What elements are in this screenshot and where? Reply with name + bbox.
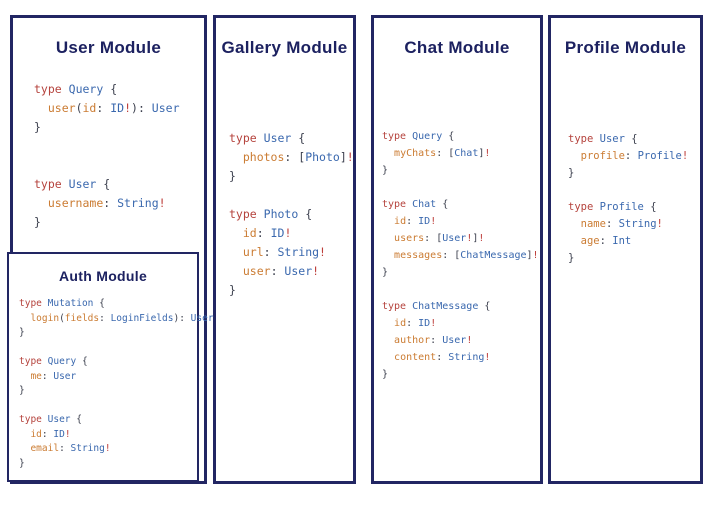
code-line: url: String!	[242, 245, 326, 259]
code-line: type User {	[34, 177, 111, 191]
code-line	[19, 341, 214, 356]
code-line: name: String!	[580, 218, 663, 230]
code-line: author: User!	[394, 335, 473, 346]
profile-module-panel: Profile Module type User { profile: Prof…	[548, 15, 703, 484]
chat-module-code: type Query { myChats: [Chat]!} type Chat…	[382, 128, 539, 383]
profile-module-code: type User { profile: Profile!} type Prof…	[568, 131, 688, 267]
code-line: }	[229, 283, 236, 297]
profile-module-title: Profile Module	[564, 38, 687, 57]
code-line: profile: Profile!	[580, 150, 689, 162]
code-line: content: String!	[394, 352, 491, 363]
code-line: myChats: [Chat]!	[394, 148, 491, 159]
code-line: }	[34, 215, 41, 229]
code-line: }	[19, 457, 25, 469]
code-line: type Photo {	[229, 207, 313, 221]
code-line: }	[34, 120, 41, 134]
code-line	[19, 399, 214, 414]
code-line: type Query {	[382, 131, 455, 142]
chat-module-title: Chat Module	[404, 38, 510, 57]
code-line: me: User	[30, 370, 77, 382]
code-line	[229, 186, 354, 205]
code-line: user(id: ID!): User	[47, 101, 180, 115]
code-line: id: ID!	[30, 428, 71, 440]
code-line: type Mutation {	[19, 298, 105, 309]
code-line	[382, 179, 539, 196]
code-line: username: String!	[47, 196, 166, 210]
code-line: type User {	[568, 133, 638, 145]
code-line: type Query {	[19, 356, 88, 367]
auth-module-code: type Mutation { login(fields: LoginField…	[19, 297, 214, 471]
code-line: type Query {	[34, 82, 118, 96]
chat-module-panel: Chat Module type Query { myChats: [Chat]…	[371, 15, 543, 484]
code-line: user: User!	[242, 264, 320, 278]
code-line: }	[19, 385, 25, 396]
gallery-module-title: Gallery Module	[221, 38, 348, 57]
code-line: }	[382, 165, 389, 176]
code-line: users: [User!]!	[394, 233, 485, 244]
code-line: type ChatMessage {	[382, 301, 491, 312]
code-line: id: ID!	[394, 216, 437, 227]
code-line: }	[382, 267, 389, 278]
auth-module-title: Auth Module	[58, 268, 148, 284]
code-line: }	[382, 369, 389, 380]
code-line: }	[568, 252, 575, 264]
code-line	[382, 281, 539, 298]
code-line	[568, 182, 688, 199]
code-line: age: Int	[580, 235, 632, 247]
code-line: type Profile {	[568, 201, 657, 213]
code-line: photos: [Photo]!	[242, 150, 354, 164]
code-line: type User {	[229, 131, 306, 145]
gallery-module-code: type User { photos: [Photo]!} type Photo…	[229, 129, 354, 300]
code-line: id: ID!	[394, 318, 437, 329]
code-line	[34, 156, 180, 175]
code-line: login(fields: LoginFields): User	[30, 312, 214, 324]
code-line: }	[19, 327, 25, 338]
code-line: id: ID!	[242, 226, 292, 240]
gallery-module-panel: Gallery Module type User { photos: [Phot…	[213, 15, 356, 484]
code-line: type Chat {	[382, 199, 449, 210]
code-line: email: String!	[30, 443, 111, 454]
auth-module-panel: Auth Module type Mutation { login(fields…	[7, 252, 214, 482]
user-module-title: User Module	[55, 38, 162, 57]
code-line: type User {	[19, 414, 82, 425]
code-line: messages: [ChatMessage]!	[394, 250, 539, 261]
code-line	[34, 137, 180, 156]
code-line: }	[568, 167, 575, 179]
user-module-code: type Query { user(id: ID!): User} type U…	[34, 80, 180, 232]
code-line: }	[229, 169, 236, 183]
